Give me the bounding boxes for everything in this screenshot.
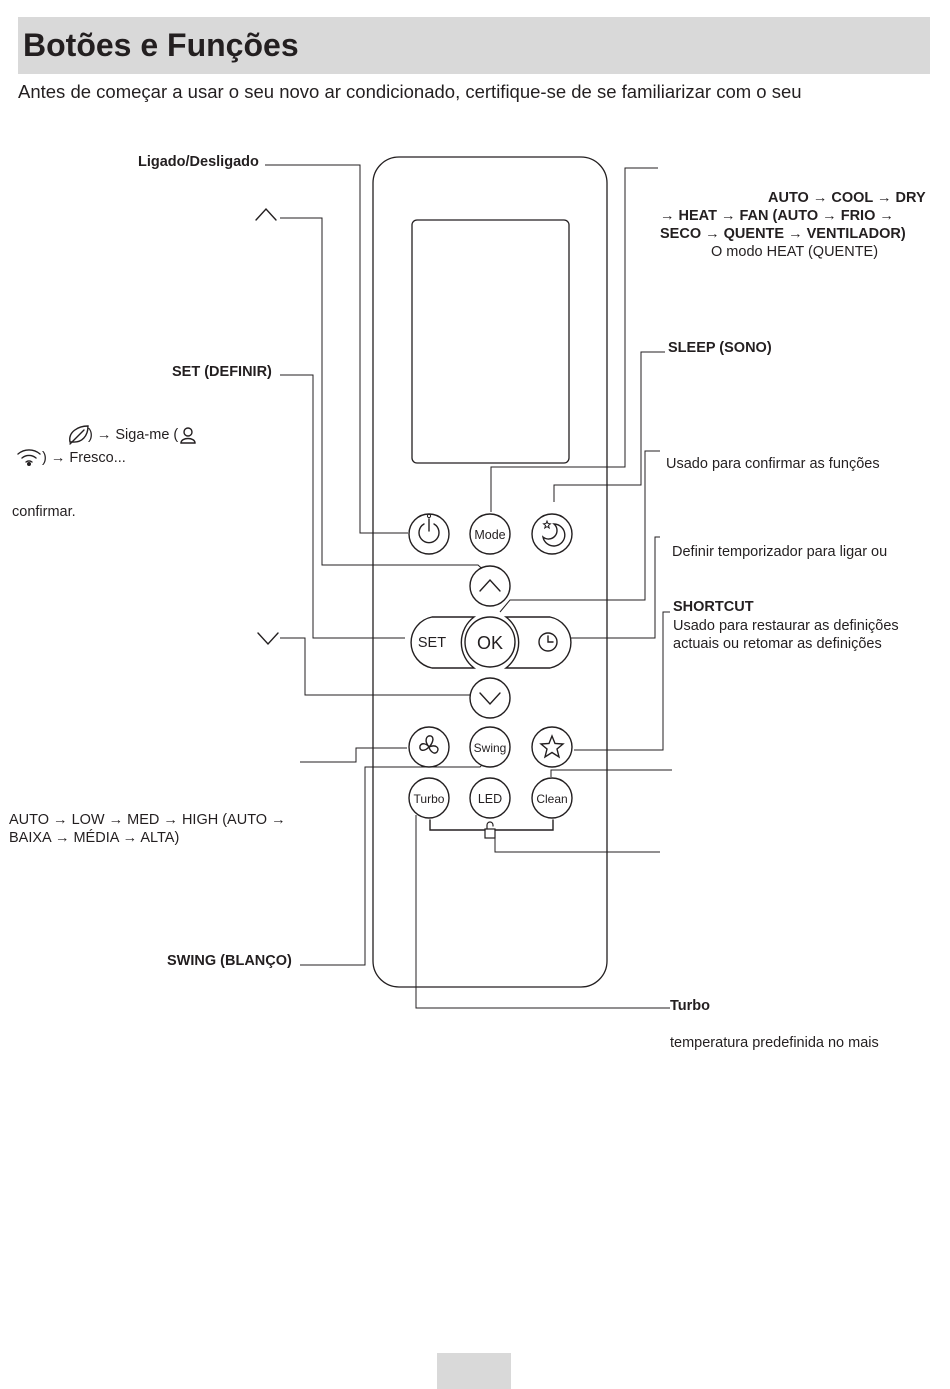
turbo-description: temperatura predefinida no mais: [670, 1035, 879, 1051]
fan-speed-line-1: AUTO → LOW → MED → HIGH (AUTO →: [9, 812, 286, 828]
wifi-icon: [17, 449, 41, 467]
ok-description: Usado para confirmar as funções: [666, 456, 880, 472]
confirm-text: confirmar.: [12, 504, 76, 520]
person-icon: [180, 427, 196, 444]
mode-line-4: O modo HEAT (QUENTE): [711, 244, 879, 260]
mode-line-1: AUTO → COOL → DRY: [768, 190, 926, 206]
ok-button[interactable]: [464, 616, 516, 668]
power-label: Ligado/Desligado: [138, 154, 259, 170]
remote-body: [372, 156, 608, 988]
leaf-icon: [69, 425, 89, 445]
set-button[interactable]: [410, 616, 477, 669]
turbo-button[interactable]: [408, 777, 450, 819]
page-number-box: [437, 1353, 511, 1389]
turbo-label: Turbo: [670, 998, 710, 1014]
section-header: Botões e Funções: [18, 17, 930, 74]
down-arrow-icon: [479, 692, 501, 706]
fan-speed-line-2: BAIXA → MÉDIA → ALTA): [9, 830, 180, 846]
clock-icon: [538, 632, 558, 652]
eco-line-2: ) → Fresco...: [42, 450, 126, 466]
mode-line-3: SECO → QUENTE → VENTILADOR): [660, 226, 906, 242]
up-arrow-label-icon: [255, 207, 277, 221]
moon-star-icon: [541, 519, 566, 547]
shortcut-line-2: actuais ou retomar as definições: [673, 636, 882, 652]
star-icon: [539, 734, 565, 759]
set-button-label: SET: [418, 635, 446, 651]
clean-button-label: Clean: [536, 792, 567, 806]
up-arrow-icon: [479, 578, 501, 592]
shortcut-button[interactable]: [531, 726, 573, 768]
lock-icon: [429, 819, 554, 839]
swing-label: SWING (BLANÇO): [167, 953, 292, 969]
intro-text: Antes de começar a usar o seu novo ar co…: [18, 81, 802, 102]
down-arrow-label-icon: [257, 632, 279, 646]
shortcut-line-1: Usado para restaurar as definições: [673, 618, 899, 634]
mode-button-label: Mode: [474, 528, 505, 542]
ok-button-label: OK: [477, 633, 503, 653]
down-button[interactable]: [469, 677, 511, 719]
eco-line-1: ) → Siga-me (: [88, 427, 179, 443]
page-title: Botões e Funções: [23, 27, 299, 63]
up-button[interactable]: [469, 565, 511, 607]
turbo-button-label: Turbo: [414, 792, 445, 806]
mode-line-2: → HEAT → FAN (AUTO → FRIO →: [660, 208, 894, 224]
led-button[interactable]: [469, 777, 511, 819]
leader-lines: [265, 164, 672, 1009]
sleep-label: SLEEP (SONO): [668, 340, 772, 356]
power-icon: [418, 513, 440, 544]
sleep-button[interactable]: [531, 513, 573, 555]
shortcut-label: SHORTCUT: [673, 599, 754, 615]
timer-description: Definir temporizador para ligar ou: [672, 544, 888, 560]
mode-button[interactable]: [469, 513, 511, 555]
remote-display: [411, 219, 570, 464]
set-label: SET (DEFINIR): [172, 364, 272, 380]
fan-icon: [419, 735, 439, 754]
clean-button[interactable]: [531, 777, 573, 819]
swing-button-label: Swing: [474, 741, 507, 755]
led-button-label: LED: [478, 792, 502, 806]
swing-button[interactable]: [469, 726, 511, 768]
